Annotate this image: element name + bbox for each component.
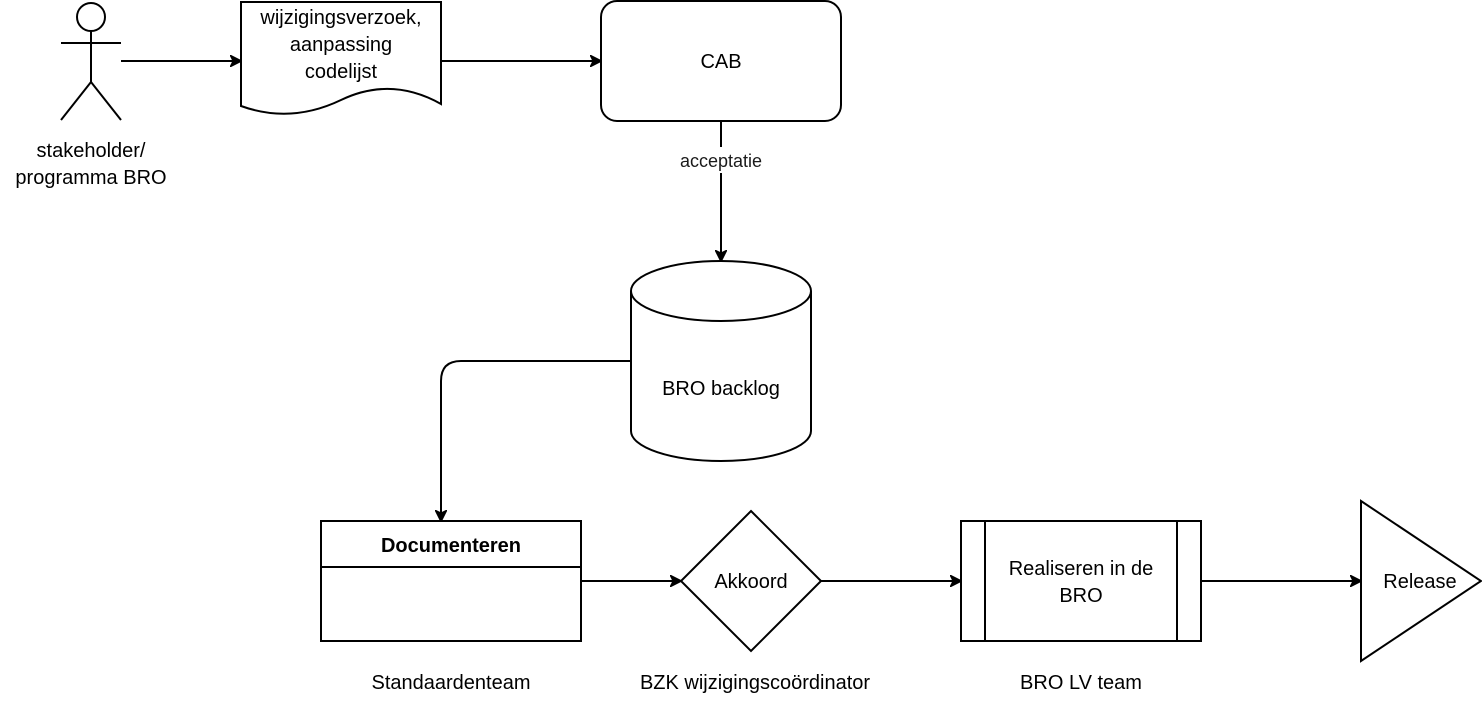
akkoord-decision[interactable] (679, 509, 823, 653)
realiseren-line1: Realiseren in de (1009, 558, 1154, 580)
document-line1: wijzigingsverzoek, (259, 7, 421, 29)
document-line2: aanpassing (290, 34, 392, 56)
release-triangle[interactable] (1360, 499, 1482, 663)
change-request-document[interactable] (240, 1, 442, 115)
documenteren-box[interactable] (320, 520, 582, 642)
realiseren-process[interactable] (960, 520, 1202, 642)
backlog-cylinder[interactable] (630, 260, 812, 462)
realiseren-role: BRO LV team (1020, 672, 1142, 694)
edge-label-acceptatie: acceptatie (680, 151, 762, 171)
akkoord-role: BZK wijzigingscoördinator (640, 672, 870, 694)
document-line3: codelijst (305, 61, 378, 83)
documenteren-role: Standaardenteam (371, 672, 530, 694)
stakeholder-actor-icon[interactable] (60, 2, 122, 121)
akkoord-label: Akkoord (714, 571, 787, 593)
realiseren-line2: BRO (1059, 585, 1102, 607)
release-label: Release (1383, 571, 1456, 593)
edge-backlog-to-documenteren (441, 360, 631, 521)
actor-label-line2: programma BRO (15, 167, 166, 189)
cab-label: CAB (700, 51, 741, 73)
backlog-label: BRO backlog (662, 378, 780, 400)
edge-label-background (665, 147, 777, 173)
documenteren-title: Documenteren (381, 535, 521, 557)
actor-label-line1: stakeholder/ (37, 140, 146, 162)
